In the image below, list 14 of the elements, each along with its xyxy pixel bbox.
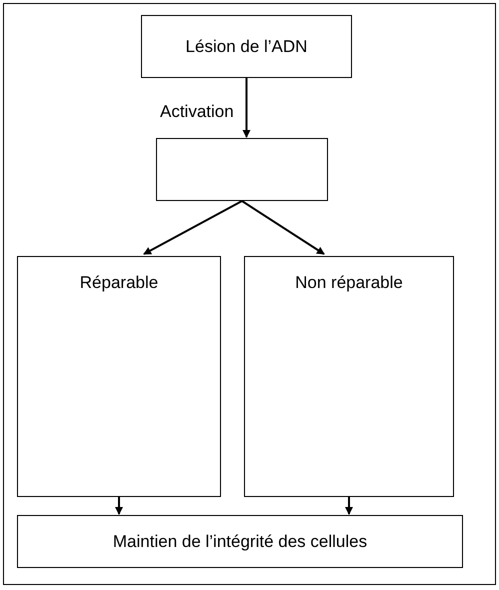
arrow <box>115 497 123 515</box>
box-text: Non réparable <box>295 272 403 294</box>
box-text: Lésion de l’ADN <box>186 36 308 58</box>
arrow <box>143 200 242 255</box>
process-box <box>17 515 463 568</box>
arrow <box>241 200 325 255</box>
process-box <box>244 256 454 497</box>
process-box <box>17 256 221 497</box>
arrow <box>242 78 250 138</box>
box-text: Maintien de l’intégrité des cellules <box>112 530 368 553</box>
arrow <box>345 497 353 515</box>
process-box <box>141 15 352 78</box>
box-text: Réparable <box>80 272 158 294</box>
process-box <box>156 138 328 201</box>
